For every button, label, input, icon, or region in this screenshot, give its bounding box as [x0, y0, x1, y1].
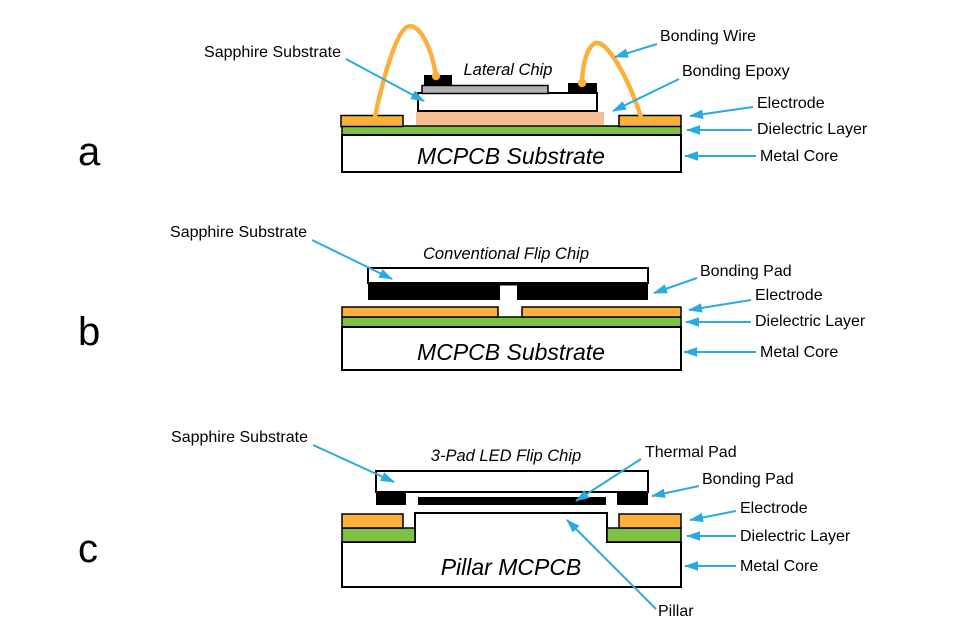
panel-letter-c: c: [78, 527, 98, 571]
substrate-title-c: Pillar MCPCB: [441, 554, 582, 580]
arrow-sapphire-substrate-c: [312, 444, 395, 483]
electrode-left-a: [340, 114, 404, 128]
panel-b: b Conventional Flip Chip MCPCB Substrate…: [78, 224, 866, 371]
label-metal-core-c: Metal Core: [740, 558, 818, 575]
arrow-electrode-c: [689, 510, 737, 523]
label-electrode-c: Electrode: [740, 500, 808, 517]
chip-title-b: Conventional Flip Chip: [423, 245, 589, 263]
sapphire-substrate-c: [375, 470, 649, 493]
bonding-pad-right-c: [617, 492, 648, 505]
electrode-left-b: [341, 306, 499, 318]
sapphire-substrate-b: [367, 267, 649, 284]
label-electrode-b: Electrode: [755, 287, 823, 304]
label-pillar-c: Pillar: [658, 603, 694, 620]
label-metal-core-a: Metal Core: [760, 148, 838, 165]
panel-a: a Lateral Chip MCPCB Substrate Sapphire …: [78, 24, 868, 174]
thermal-pad-c: [418, 497, 606, 505]
electrode-right-c: [618, 513, 682, 529]
bonding-pad-right-a: [568, 83, 597, 93]
label-dielectric-layer-b: Dielectric Layer: [755, 313, 866, 330]
wire-ball-right-a: [577, 78, 587, 88]
dielectric-right-c: [606, 527, 682, 543]
panel-letter-b: b: [78, 310, 100, 354]
label-dielectric-layer-c: Dielectric Layer: [740, 528, 851, 545]
sapphire-substrate-a: [417, 92, 598, 112]
dielectric-left-c: [341, 527, 416, 543]
epi-layer-a: [421, 84, 549, 95]
substrate-title-b: MCPCB Substrate: [417, 339, 605, 365]
arrow-bonding-pad-c: [651, 485, 700, 498]
label-metal-core-b: Metal Core: [760, 344, 838, 361]
bonding-wire-right-a: [579, 40, 644, 120]
label-electrode-a: Electrode: [757, 95, 825, 112]
bonding-epoxy-a: [416, 112, 604, 125]
bonding-wire-left-a: [372, 24, 439, 120]
arrow-thermal-pad-c: [575, 458, 642, 502]
label-dielectric-layer-a: Dielectric Layer: [757, 121, 868, 138]
arrow-pillar-c: [566, 519, 657, 610]
arrow-bonding-pad-b: [653, 277, 698, 294]
label-thermal-pad-c: Thermal Pad: [645, 444, 737, 461]
wire-ball-left-a: [431, 71, 441, 81]
arrow-bonding-wire-a: [614, 43, 658, 58]
arrow-electrode-b: [688, 299, 752, 313]
dielectric-layer-a: [341, 125, 682, 136]
label-sapphire-substrate-c: Sapphire Substrate: [171, 429, 308, 446]
label-sapphire-substrate-b: Sapphire Substrate: [170, 224, 307, 241]
bonding-pad-left-c: [376, 492, 406, 505]
label-bonding-wire-a: Bonding Wire: [660, 28, 756, 45]
bonding-pad-left-a: [424, 75, 452, 86]
arrow-sapphire-substrate-b: [311, 239, 393, 280]
chip-title-a: Lateral Chip: [464, 61, 553, 79]
label-bonding-epoxy-a: Bonding Epoxy: [682, 63, 790, 80]
electrode-right-b: [521, 306, 682, 318]
label-bonding-pad-b: Bonding Pad: [700, 263, 792, 280]
arrow-sapphire-substrate-a: [345, 58, 425, 102]
electrode-right-a: [618, 114, 682, 128]
panel-c: c 3-Pad LED Flip Chip Pillar MCPCB Sapph…: [78, 429, 851, 620]
arrow-bonding-epoxy-a: [612, 78, 680, 112]
substrate-title-a: MCPCB Substrate: [417, 143, 605, 169]
label-sapphire-substrate-a: Sapphire Substrate: [204, 44, 341, 61]
dielectric-layer-b: [341, 316, 682, 328]
pad-gap-b: [500, 285, 517, 300]
metal-core-a: [341, 134, 682, 173]
arrow-electrode-a: [689, 106, 754, 119]
electrode-left-c: [341, 513, 404, 529]
metal-core-b: [341, 326, 682, 371]
panel-letter-a: a: [78, 130, 101, 174]
label-bonding-pad-c: Bonding Pad: [702, 471, 794, 488]
chip-title-c: 3-Pad LED Flip Chip: [431, 447, 581, 465]
